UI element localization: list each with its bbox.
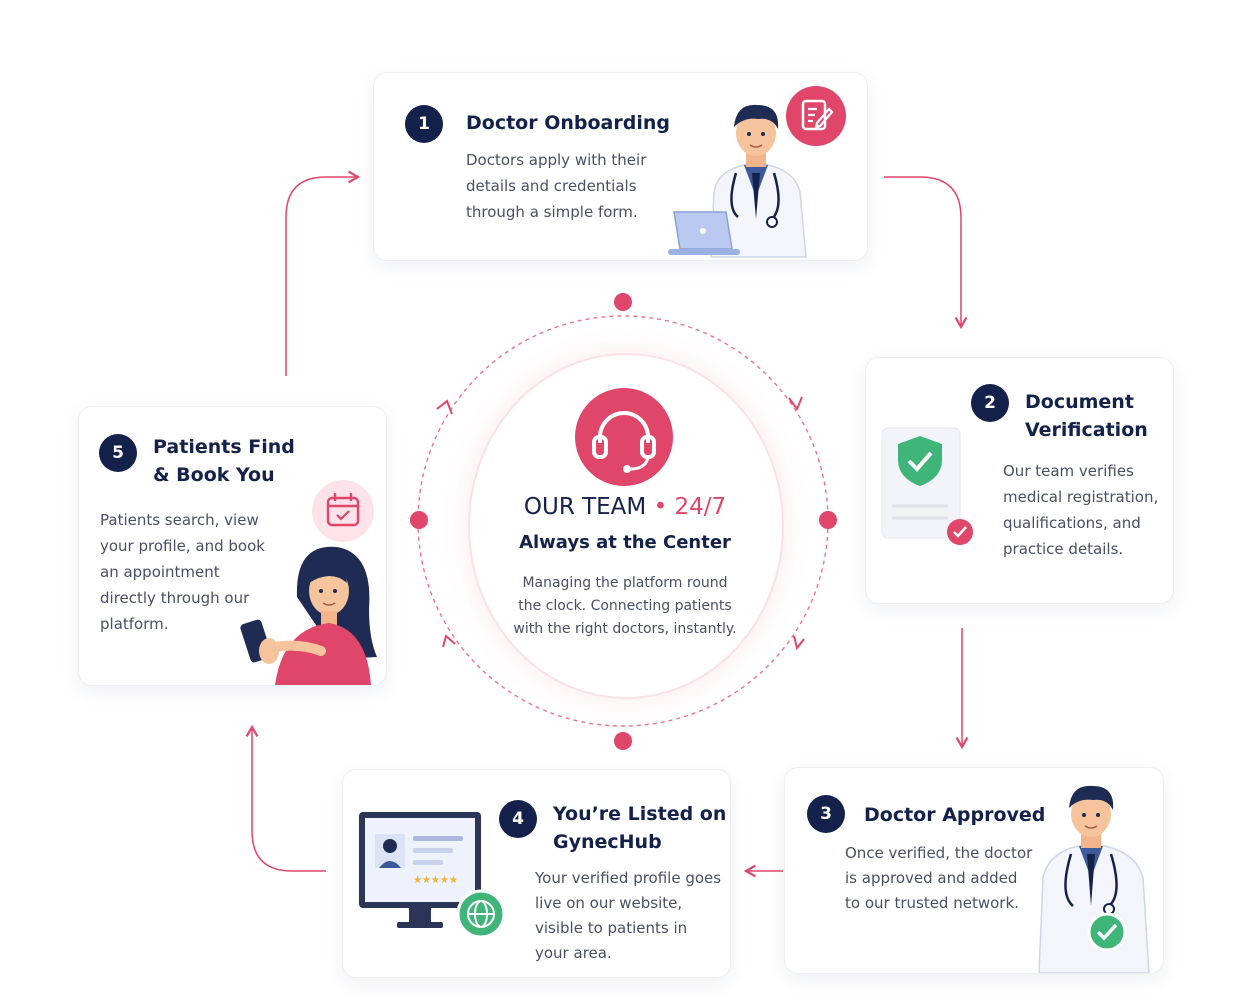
step-title: Patients Find & Book You	[153, 436, 295, 486]
doctor-laptop-illustration	[668, 104, 807, 258]
shield-check-icon	[898, 436, 942, 486]
step-number-badge: 4	[499, 800, 537, 838]
svg-text:★★★★★: ★★★★★	[413, 875, 458, 886]
connector-5-to-1	[285, 170, 361, 376]
orbit-dot-right	[819, 511, 837, 529]
edit-form-icon	[786, 86, 846, 146]
step-description: Doctors apply with their details and cre…	[466, 151, 647, 221]
check-circle-icon	[1087, 912, 1127, 952]
website-listing-illustration: ★★★★★	[359, 812, 506, 939]
step-description: Patients search, view your profile, and …	[100, 511, 265, 633]
ring-arrow-ne	[788, 396, 803, 412]
step-card-3: 3 Doctor Approved Once verified, the doc…	[784, 767, 1164, 974]
doctor-approved-illustration	[1038, 785, 1150, 973]
ring-arrow-se	[793, 635, 805, 651]
orbit-dot-bottom	[614, 732, 632, 750]
step-number-badge: 2	[971, 384, 1009, 422]
step-title: Doctor Approved	[864, 804, 1046, 826]
ring-arrow-sw	[442, 634, 456, 648]
center-subtitle: Always at the Center	[519, 532, 731, 553]
step-number-badge: 3	[807, 795, 845, 833]
step-card-5: 5 Patients Find & Book You Patients sear…	[78, 406, 387, 686]
calendar-icon	[312, 480, 374, 542]
globe-icon	[456, 889, 506, 939]
step-card-1: 1 Doctor Onboarding Doctors apply with t…	[373, 72, 868, 261]
step-description: Once verified, the doctor is approved an…	[845, 844, 1033, 912]
verified-document-illustration	[881, 427, 973, 545]
step-title: Document Verification	[1025, 391, 1148, 441]
step-number-badge: 1	[405, 105, 443, 143]
orbit-dot-top	[614, 293, 632, 311]
headset-icon	[575, 388, 673, 486]
connector-1-to-2	[884, 176, 968, 330]
step-title: You’re Listed on GynecHub	[553, 803, 727, 853]
step-number-badge: 5	[99, 434, 137, 472]
orbit-dot-left	[410, 511, 428, 529]
connector-4-to-5	[245, 724, 326, 872]
step-card-2: 2 Document Verification Our team verifie…	[865, 357, 1174, 604]
center-title: OUR TEAM • 24/7	[523, 494, 727, 520]
step-description: Your verified profile goes live on our w…	[535, 869, 722, 962]
step-card-4: ★★★★★ 4 You’re Listed on GynecHub Your v…	[342, 769, 731, 978]
ring-arrow-nw	[436, 399, 453, 415]
step-title: Doctor Onboarding	[466, 112, 670, 134]
patient-phone-illustration	[240, 546, 377, 685]
step-description: Our team verifies medical registration, …	[1003, 462, 1159, 558]
center-description: Managing the platform round the clock. C…	[513, 575, 737, 637]
